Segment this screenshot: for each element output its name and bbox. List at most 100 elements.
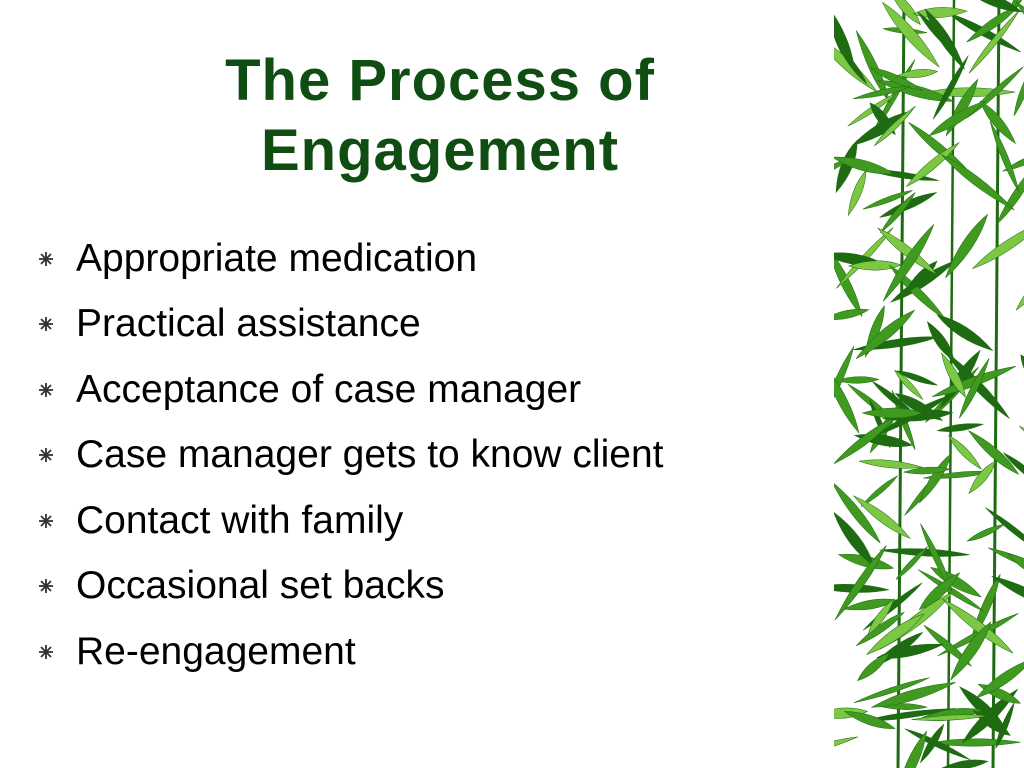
bamboo-leaf	[932, 55, 969, 120]
bamboo-leaf	[896, 730, 927, 768]
list-item: Re-engagement	[36, 619, 836, 685]
bamboo-leaf	[1020, 354, 1024, 390]
bamboo-leaf	[920, 523, 953, 592]
asterisk-star-icon	[39, 513, 53, 528]
bamboo-leaf	[941, 154, 1015, 211]
bamboo-leaves	[834, 0, 1024, 768]
bamboo-leaf	[972, 219, 1024, 270]
bamboo-leaf	[834, 545, 887, 621]
bamboo-leaf	[837, 554, 895, 570]
bamboo-leaf	[1002, 147, 1024, 172]
bamboo-leaf	[862, 190, 913, 210]
bamboo-leaf	[834, 156, 894, 175]
bamboo-leaf	[968, 430, 1020, 475]
bamboo-leaf	[928, 100, 986, 137]
bamboo-leaf	[966, 5, 1019, 43]
bamboo-leaf	[834, 736, 858, 756]
asterisk-star-icon	[39, 251, 53, 266]
list-item: Occasional set backs	[36, 554, 836, 620]
bamboo-leaf	[860, 475, 898, 507]
bullet-text: Contact with family	[76, 498, 404, 542]
asterisk-star-icon	[39, 382, 53, 397]
bullet-text: Acceptance of case manager	[76, 367, 582, 411]
title-line-1: The Process of	[225, 48, 655, 113]
bamboo-leaf	[959, 358, 990, 419]
bamboo-leaf	[919, 723, 945, 764]
list-item: Acceptance of case manager	[36, 357, 836, 423]
bamboo-leaves-image	[834, 0, 1024, 768]
bamboo-leaf	[1013, 63, 1024, 117]
bullet-list: Appropriate medication Practical assista…	[36, 226, 836, 685]
bamboo-leaf	[834, 584, 889, 593]
bamboo-leaf	[917, 569, 984, 612]
bullet-text: Practical assistance	[76, 302, 421, 346]
list-item: Contact with family	[36, 488, 836, 554]
bamboo-leaf	[942, 598, 1014, 654]
bamboo-leaf	[989, 120, 1019, 192]
bamboo-leaf	[911, 714, 989, 721]
bamboo-leaf	[894, 393, 944, 421]
bamboo-leaf	[1015, 258, 1024, 311]
bullet-text: Case manager gets to know client	[76, 433, 664, 477]
bamboo-leaf	[882, 224, 935, 302]
bamboo-leaf	[872, 381, 922, 422]
asterisk-star-icon	[39, 317, 53, 332]
list-item: Case manager gets to know client	[36, 423, 836, 489]
bamboo-leaf	[968, 460, 996, 495]
bamboo-leaf	[948, 435, 982, 470]
bamboo-leaf	[945, 213, 989, 279]
bamboo-leaf	[960, 0, 1023, 13]
bamboo-leaf	[880, 192, 916, 234]
bamboo-leaf	[881, 1, 940, 68]
bamboo-leaf	[836, 43, 868, 85]
bamboo-leaf	[895, 370, 938, 386]
bamboo-leaf	[855, 611, 906, 647]
bamboo-leaf	[857, 652, 891, 681]
bamboo-leaf	[877, 80, 955, 102]
bamboo-leaf	[1003, 452, 1024, 493]
bamboo-leaf	[867, 598, 895, 635]
bamboo-leaf	[979, 100, 1016, 144]
asterisk-star-icon	[39, 579, 53, 594]
bamboo-leaf	[834, 156, 855, 190]
bamboo-leaf	[834, 308, 870, 320]
bamboo-leaf	[894, 369, 924, 401]
bamboo-leaf	[835, 139, 858, 194]
bamboo-leaf	[862, 708, 956, 722]
bamboo-leaf	[889, 0, 921, 25]
bamboo-leaf	[991, 575, 1024, 615]
bamboo-leaf	[853, 677, 930, 703]
bamboo-leaf	[961, 688, 1018, 744]
bamboo-leaf	[834, 345, 855, 420]
bamboo-leaf	[843, 711, 896, 729]
bamboo-leaf	[966, 523, 1005, 542]
bamboo-leaf	[834, 481, 881, 544]
bamboo-leaf	[870, 67, 923, 92]
bamboo-leaf	[905, 142, 960, 188]
bamboo-leaf	[877, 227, 938, 275]
bamboo-leaf	[918, 572, 961, 611]
bamboo-leaf	[871, 682, 956, 708]
bamboo-leaf	[917, 11, 955, 53]
bullet-text: Occasional set backs	[76, 564, 445, 608]
bamboo-leaf	[985, 507, 1024, 558]
bamboo-leaf	[855, 309, 916, 359]
bamboo-leaf	[873, 105, 916, 147]
bamboo-leaf	[926, 321, 955, 361]
bamboo-leaf	[834, 247, 863, 317]
bamboo-leaf	[923, 625, 972, 667]
bamboo-leaf	[847, 260, 903, 271]
bamboo-stalk	[896, 0, 906, 768]
bamboo-leaf	[865, 613, 925, 656]
bullet-text: Re-engagement	[76, 629, 356, 673]
asterisk-star-icon	[39, 644, 53, 659]
bamboo-leaf	[950, 621, 992, 681]
list-item: Practical assistance	[36, 292, 836, 358]
bamboo-leaf	[861, 407, 924, 419]
bamboo-leaf	[879, 548, 970, 557]
bamboo-leaf	[834, 511, 875, 567]
bamboo-leaf	[975, 657, 1024, 699]
list-item: Appropriate medication	[36, 226, 836, 292]
bamboo-leaf	[941, 352, 966, 398]
